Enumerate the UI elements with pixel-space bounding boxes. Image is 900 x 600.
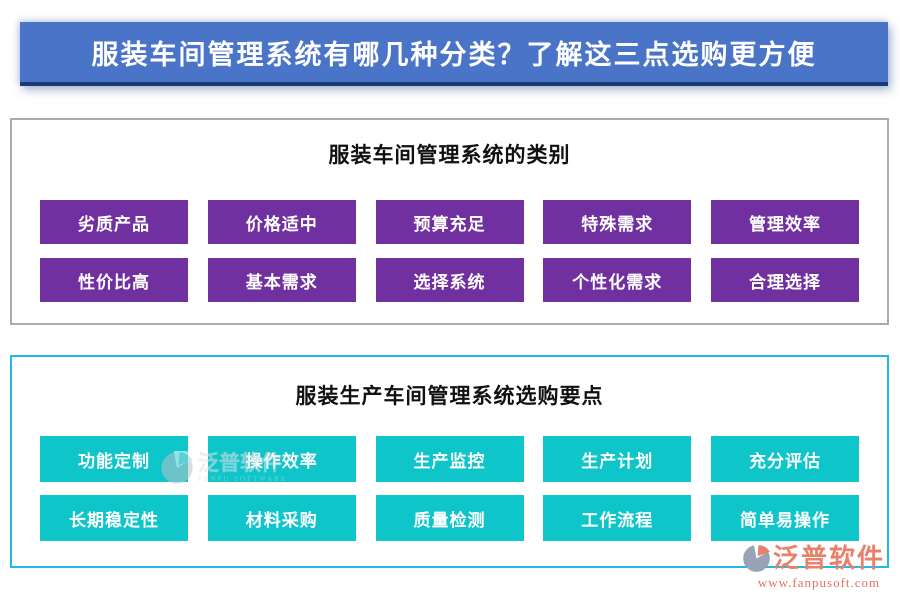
fanpu-logo-url[interactable]: www.fanpusoft.com	[757, 575, 881, 590]
tag-button[interactable]: 价格适中	[207, 200, 356, 244]
category-button-row: 性价比高 基本需求 选择系统 个性化需求 合理选择	[12, 258, 887, 302]
section-categories-title: 服装车间管理系统的类别	[328, 143, 571, 167]
section-buying-points: 服装生产车间管理系统选购要点 功能定制 操作效率 生产监控 生产计划 充分评估 …	[10, 355, 889, 568]
tag-button[interactable]: 充分评估	[711, 436, 859, 482]
tag-button[interactable]: 基本需求	[207, 258, 356, 302]
tag-button[interactable]: 特殊需求	[543, 200, 692, 244]
tag-button[interactable]: 管理效率	[711, 200, 859, 244]
tag-button[interactable]: 简单易操作	[711, 495, 859, 541]
tag-button[interactable]: 长期稳定性	[40, 495, 188, 541]
tag-button[interactable]: 劣质产品	[40, 200, 188, 244]
tag-button[interactable]: 生产监控	[375, 436, 524, 482]
section-categories: 服装车间管理系统的类别 劣质产品 价格适中 预算充足 特殊需求 管理效率 性价比…	[10, 118, 889, 325]
tag-button[interactable]: 预算充足	[375, 200, 524, 244]
buying-point-button-row: 长期稳定性 材料采购 质量检测 工作流程 简单易操作	[12, 495, 887, 541]
page-title-banner: 服装车间管理系统有哪几种分类？了解这三点选购更方便	[20, 22, 888, 86]
tag-button[interactable]: 个性化需求	[543, 258, 692, 302]
tag-button[interactable]: 合理选择	[711, 258, 859, 302]
tag-button[interactable]: 功能定制	[40, 436, 188, 482]
tag-button[interactable]: 质量检测	[375, 495, 524, 541]
section-buying-points-title: 服装生产车间管理系统选购要点	[295, 384, 604, 408]
tag-button[interactable]: 生产计划	[543, 436, 692, 482]
page-title: 服装车间管理系统有哪几种分类？了解这三点选购更方便	[91, 39, 817, 70]
tag-button[interactable]: 工作流程	[543, 495, 692, 541]
tag-button[interactable]: 操作效率	[207, 436, 356, 482]
fanpu-logo-name: 泛普软件	[773, 543, 886, 573]
tag-button[interactable]: 材料采购	[207, 495, 356, 541]
buying-point-button-row: 功能定制 操作效率 生产监控 生产计划 充分评估	[12, 436, 887, 482]
tag-button[interactable]: 性价比高	[40, 258, 188, 302]
category-button-row: 劣质产品 价格适中 预算充足 特殊需求 管理效率	[12, 200, 887, 244]
tag-button[interactable]: 选择系统	[375, 258, 524, 302]
fanpu-logo-icon	[743, 544, 771, 572]
fanpu-logo[interactable]: 泛普软件 www.fanpusoft.com	[742, 544, 896, 591]
